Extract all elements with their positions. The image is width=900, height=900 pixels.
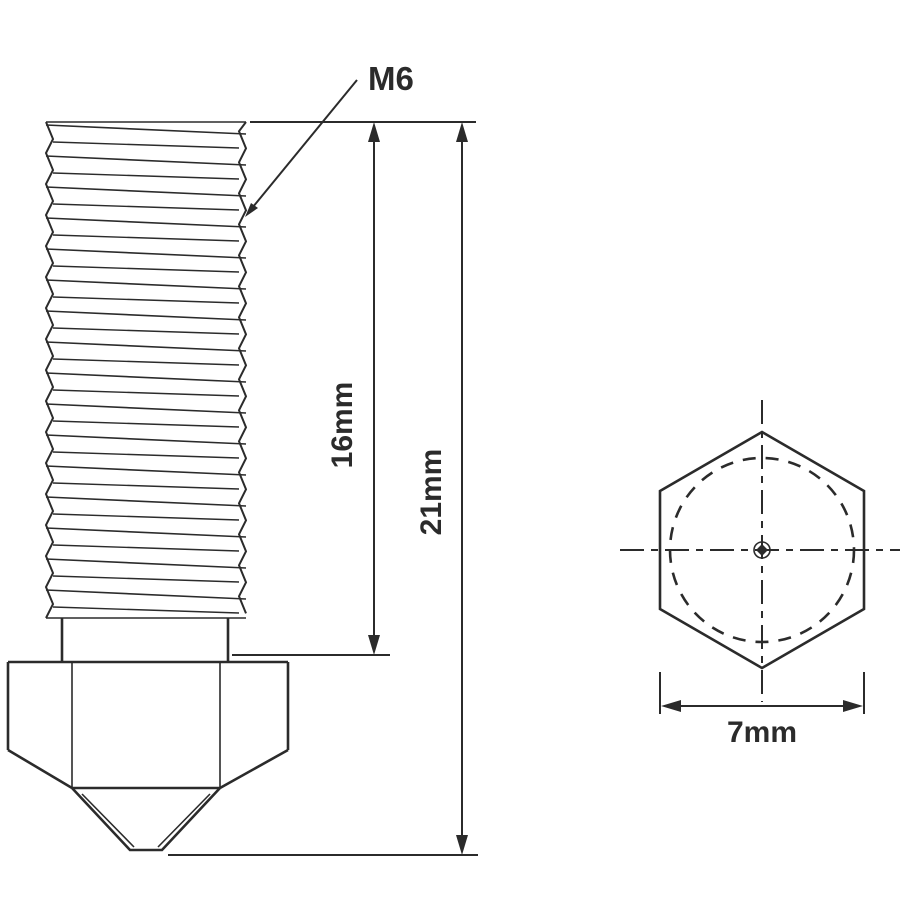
hex-left-chamfer [7,748,73,790]
dimension-7mm: 7mm [659,672,865,749]
thread-root-dashed-circle [668,456,856,644]
cone-inner-right [157,793,211,848]
thread-callout-label: M6 [368,60,414,97]
dim-7mm-arrow-left [661,700,681,712]
dimension-16mm: 16mm [232,122,390,656]
orifice-center-mark [756,544,768,556]
thread-lines [44,121,248,619]
nozzle-side-view [6,121,290,852]
dimensions-side-view: 16mm 21mm M6 [168,60,478,856]
cone-inner-left [81,793,135,848]
hex-body [6,660,290,790]
dim-16mm-arrow-down [368,635,380,655]
dim-16mm-label: 16mm [326,382,359,469]
thread-callout-arrow [245,203,258,217]
neck-section [60,618,230,662]
dim-7mm-arrow-right [843,700,863,712]
dim-21mm-arrow-down [456,835,468,855]
dim-21mm-arrow-up [456,122,468,142]
thread-section [44,121,248,619]
dim-7mm-label: 7mm [727,716,797,749]
nozzle-cone-tip [71,787,221,852]
dim-21mm-label: 21mm [415,449,448,536]
dimension-21mm: 21mm [168,122,478,856]
thread-callout-leader [247,79,358,214]
hex-right-chamfer [219,748,289,790]
dim-16mm-arrow-up [368,122,380,142]
thread-callout: M6 [245,60,414,217]
nozzle-top-view: 7mm [620,400,900,749]
hexagon-outline [658,430,866,670]
cone-outline [71,787,221,852]
orifice-circle [753,541,771,559]
